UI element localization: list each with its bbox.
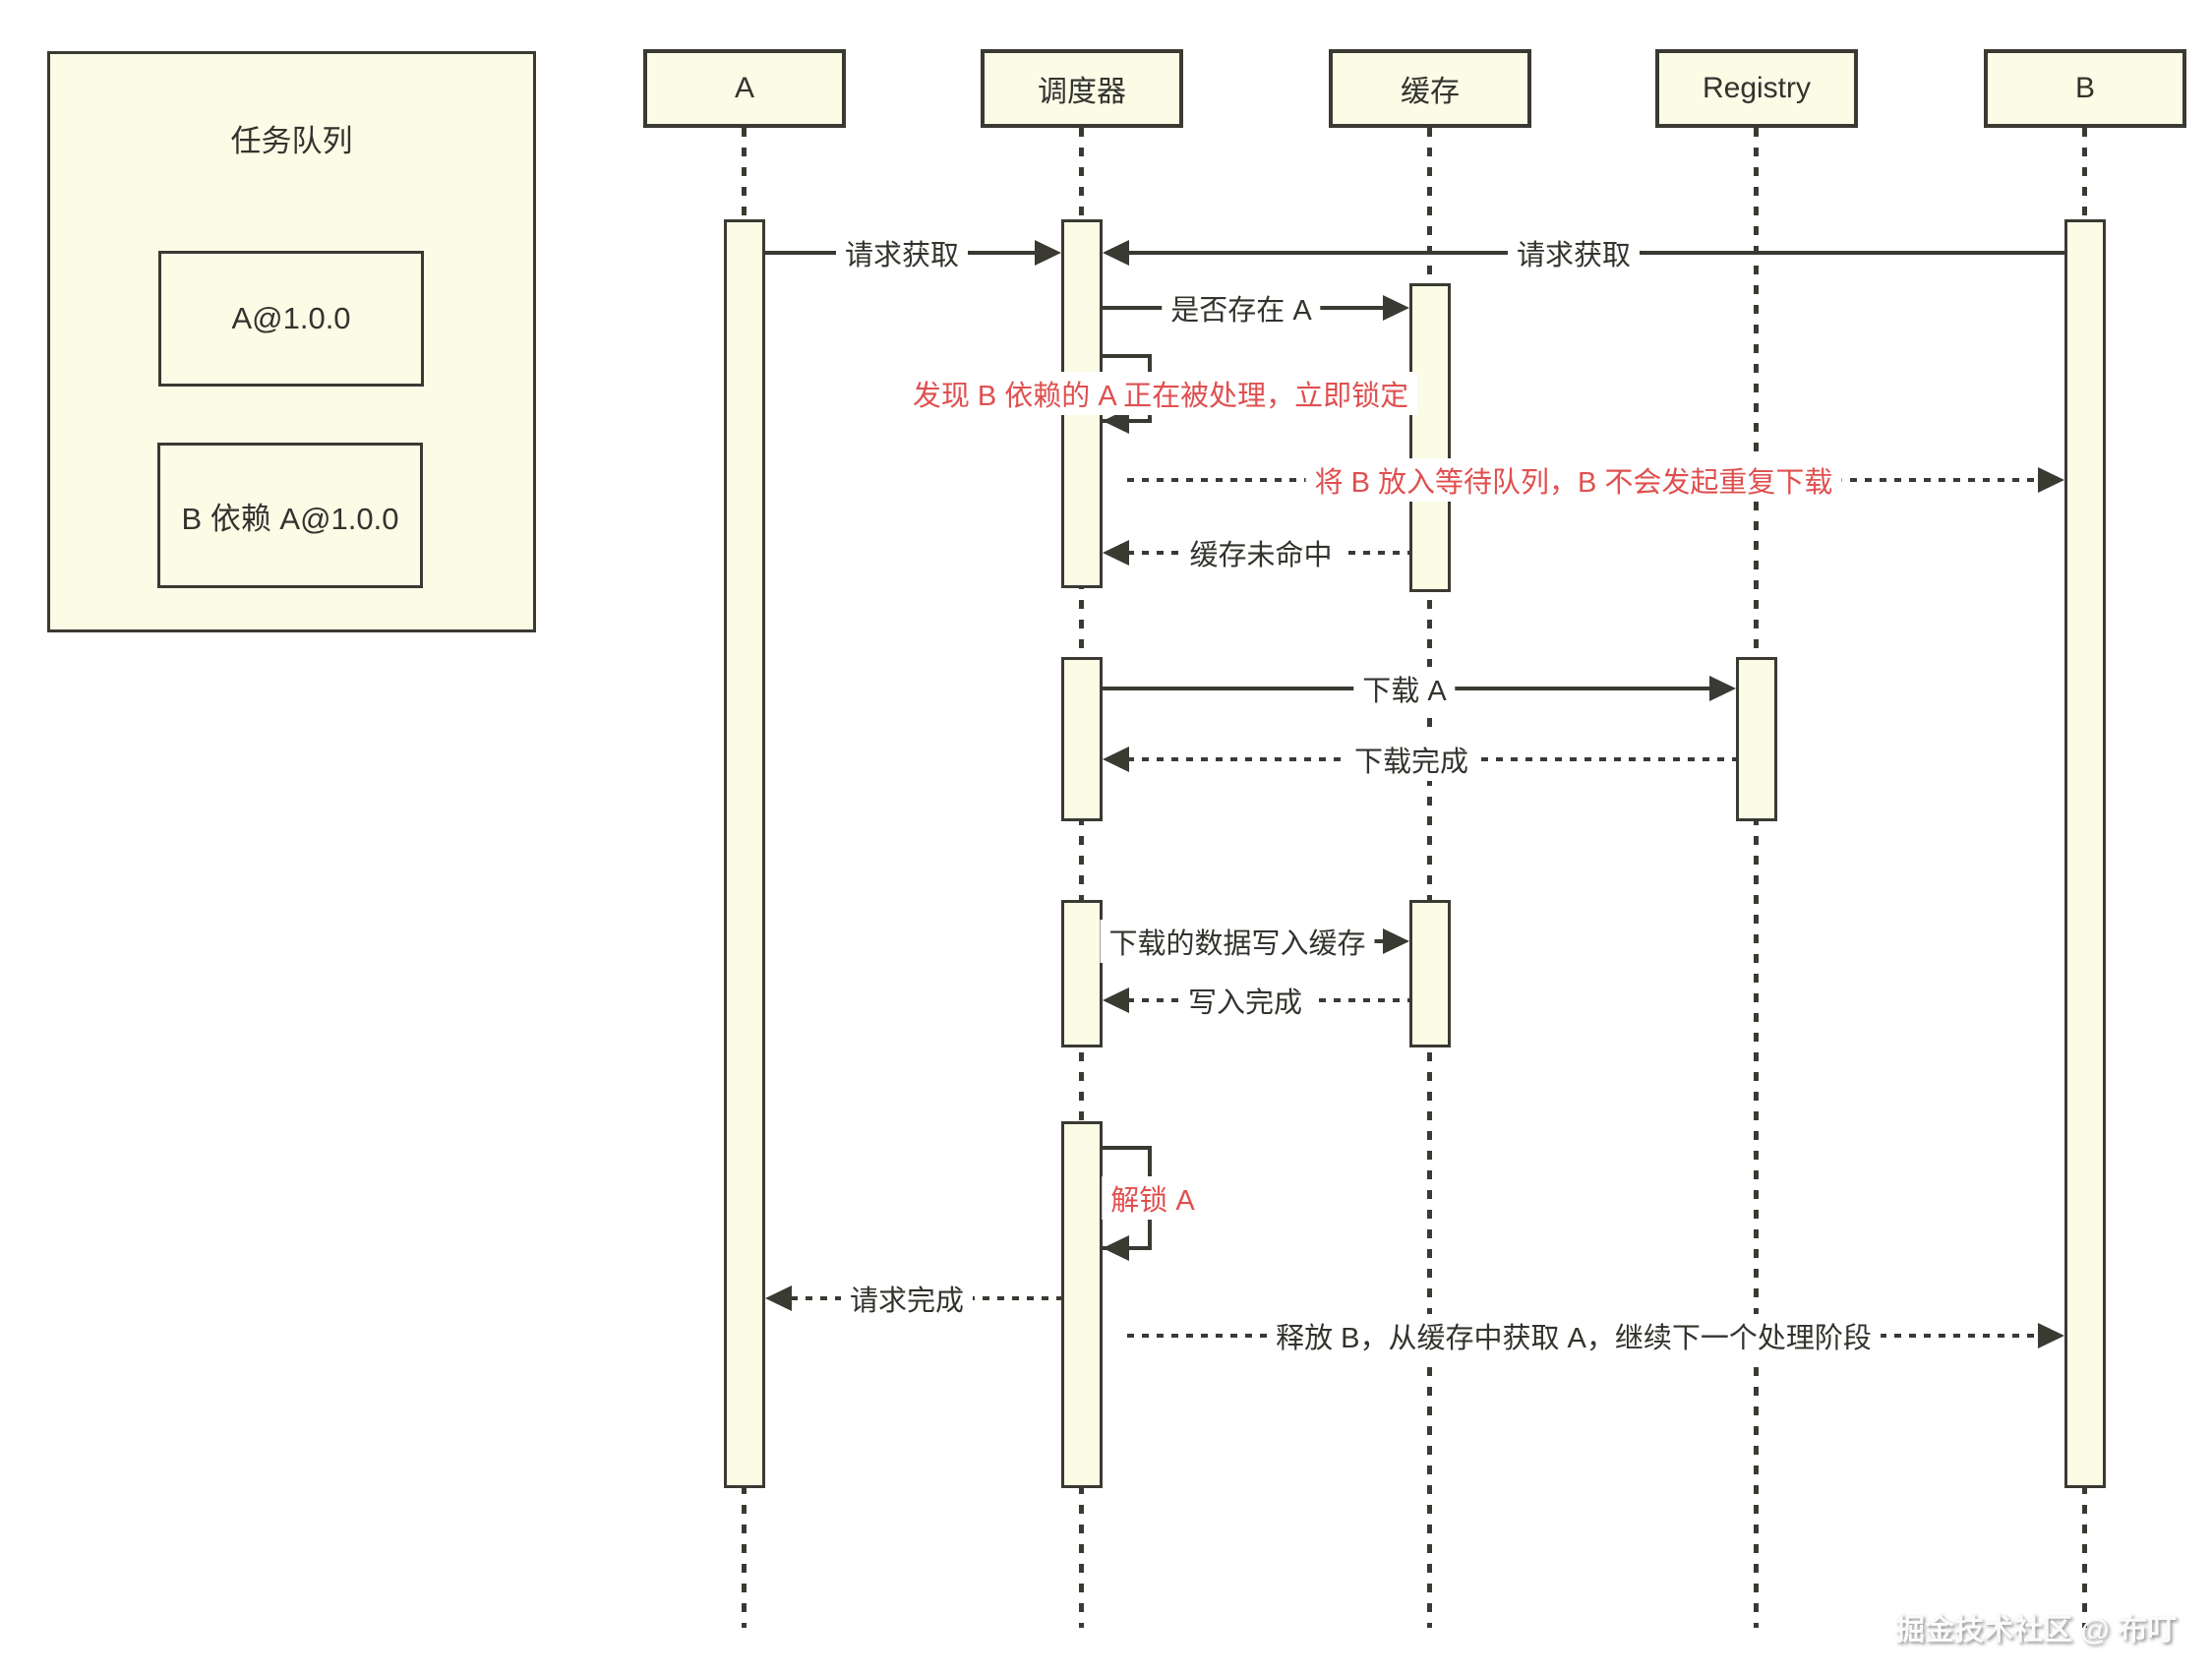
activation-cache-2 (1409, 900, 1451, 1047)
lifeline-cache (1427, 128, 1432, 1628)
activation-registry (1736, 657, 1777, 821)
arrowhead-left-icon (1103, 747, 1129, 772)
task-queue-item-b: B 依赖 A@1.0.0 (157, 443, 423, 588)
watermark: 掘金技术社区 @ 布叮 (1895, 1614, 2177, 1646)
participant-box-registry: Registry (1655, 49, 1858, 128)
arrowhead-right-icon (1035, 240, 1061, 266)
message-label: 请求获取 (835, 231, 969, 274)
message-label: 下载 A (1353, 667, 1456, 710)
participant-box-cache: 缓存 (1329, 49, 1531, 128)
arrowhead-left-icon (1103, 987, 1129, 1013)
message-label: 下载的数据写入缓存 (1100, 920, 1375, 963)
arrowhead-right-icon (1383, 928, 1409, 954)
message-label: 请求获取 (1507, 231, 1641, 274)
arrowhead-right-icon (1709, 676, 1736, 701)
arrowhead-right-icon (1383, 295, 1409, 321)
arrowhead-left-icon (1103, 240, 1129, 266)
message-label: 请求完成 (840, 1277, 974, 1320)
participant-box-b: B (1984, 49, 2186, 128)
participant-box-a: A (643, 49, 846, 128)
participant-box-scheduler: 调度器 (981, 49, 1183, 128)
activation-scheduler-4 (1061, 1121, 1103, 1488)
message-label: 释放 B，从缓存中获取 A，继续下一个处理阶段 (1267, 1314, 1881, 1357)
activation-a (724, 219, 765, 1488)
arrowhead-right-icon (2038, 1323, 2064, 1348)
arrowhead-left-icon (1103, 1235, 1129, 1261)
task-queue-title: 任务队列 (230, 124, 353, 158)
activation-scheduler-2 (1061, 657, 1103, 821)
activation-scheduler-3 (1061, 900, 1103, 1047)
arrowhead-left-icon (1103, 540, 1129, 566)
arrowhead-left-icon (765, 1286, 792, 1311)
lifeline-scheduler (1079, 128, 1084, 1628)
message-label: 发现 B 依赖的 A 正在被处理，立即锁定 (903, 372, 1418, 415)
message-label: 将 B 放入等待队列，B 不会发起重复下载 (1305, 458, 1842, 502)
message-label: 是否存在 A (1162, 286, 1321, 329)
task-queue-item-a: A@1.0.0 (158, 251, 424, 387)
activation-cache-1 (1409, 283, 1451, 592)
message-label: 解锁 A (1102, 1176, 1204, 1220)
lifeline-registry (1754, 128, 1759, 1628)
activation-b (2064, 219, 2106, 1488)
message-label: 写入完成 (1178, 979, 1312, 1022)
arrowhead-right-icon (2038, 467, 2064, 493)
message-label: 缓存未命中 (1180, 531, 1342, 574)
message-label: 下载完成 (1345, 738, 1478, 781)
